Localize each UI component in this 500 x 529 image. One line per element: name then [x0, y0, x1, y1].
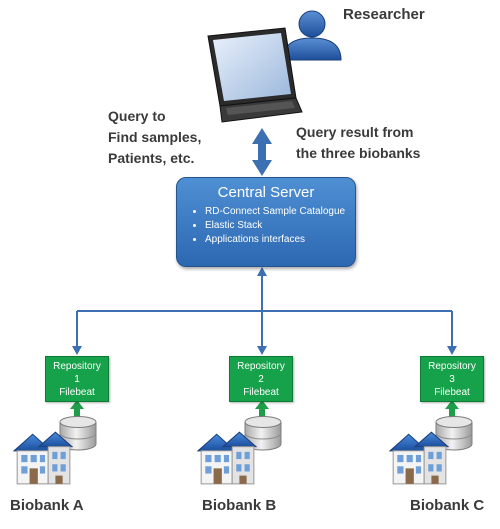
repository-agent: Filebeat — [434, 387, 470, 398]
repository-number: 2 — [258, 374, 264, 385]
central-server-item: Applications interfaces — [205, 233, 355, 247]
repository-number: 3 — [449, 374, 455, 385]
researcher-label: Researcher — [343, 6, 425, 23]
central-server-box: Central Server RD-Connect Sample Catalog… — [176, 177, 356, 267]
repository-1-box: Repository 1 Filebeat — [45, 356, 109, 402]
biobank-b-label: Biobank B — [202, 497, 277, 514]
result-label: Query result from the three biobanks — [296, 122, 420, 164]
biobank-c-building-icon — [389, 431, 449, 485]
query-label: Query to Find samples, Patients, etc. — [108, 106, 201, 169]
central-server-item: RD-Connect Sample Catalogue — [205, 205, 355, 219]
repository-agent: Filebeat — [59, 387, 95, 398]
biobank-a-building-icon — [13, 431, 73, 485]
repository-agent: Filebeat — [243, 387, 279, 398]
researcher-icon — [282, 10, 342, 61]
upload-arrows — [70, 400, 459, 417]
query-label-line: Patients, etc. — [108, 150, 195, 166]
repository-number: 1 — [74, 374, 80, 385]
connector-lines — [76, 274, 453, 348]
query-label-line: Find samples, — [108, 129, 202, 145]
laptop-icon — [207, 27, 303, 123]
connector-arrowheads — [72, 267, 457, 355]
repository-name: Repository — [428, 361, 476, 372]
biobank-b-building-icon — [197, 431, 257, 485]
result-label-line: the three biobanks — [296, 145, 421, 161]
query-label-line: Query to — [108, 108, 166, 124]
repository-name: Repository — [237, 361, 285, 372]
result-label-line: Query result from — [296, 124, 414, 140]
central-server-item: Elastic Stack — [205, 219, 355, 233]
biobank-a-label: Biobank A — [10, 497, 84, 514]
biobank-c-label: Biobank C — [410, 497, 485, 514]
central-server-title: Central Server — [217, 184, 315, 201]
query-arrow — [252, 128, 272, 176]
central-server-list: RD-Connect Sample Catalogue Elastic Stac… — [183, 205, 355, 247]
repository-name: Repository — [53, 361, 101, 372]
repository-2-box: Repository 2 Filebeat — [229, 356, 293, 402]
repository-3-box: Repository 3 Filebeat — [420, 356, 484, 402]
